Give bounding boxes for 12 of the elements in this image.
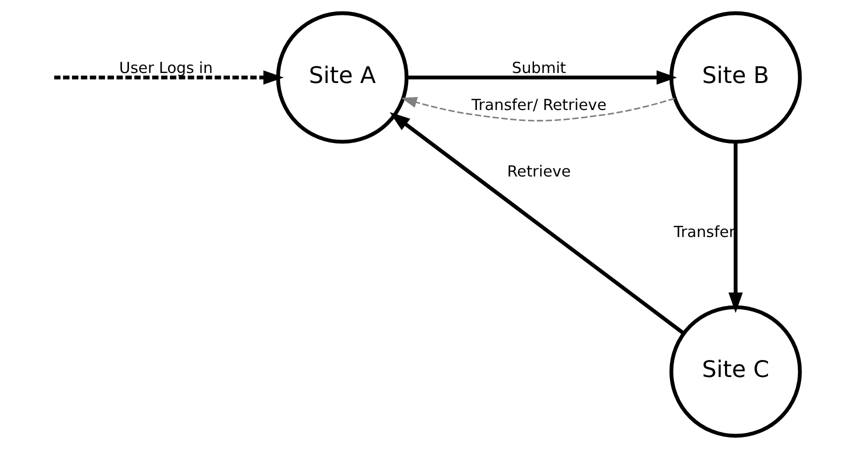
edge-label: Submit xyxy=(511,59,566,78)
node-circle: Site C xyxy=(668,305,802,438)
arrow xyxy=(54,70,284,85)
edge-label: Retrieve xyxy=(506,162,570,180)
arrow xyxy=(728,142,742,313)
node-circle: Site B xyxy=(668,11,802,144)
edge-label: User Logs in xyxy=(118,59,212,78)
edge-label: Transfer/ Retrieve xyxy=(470,96,606,114)
arrow xyxy=(406,70,677,85)
node-circle: Site A xyxy=(276,11,408,144)
arrow xyxy=(389,112,684,335)
arrow xyxy=(400,96,674,122)
